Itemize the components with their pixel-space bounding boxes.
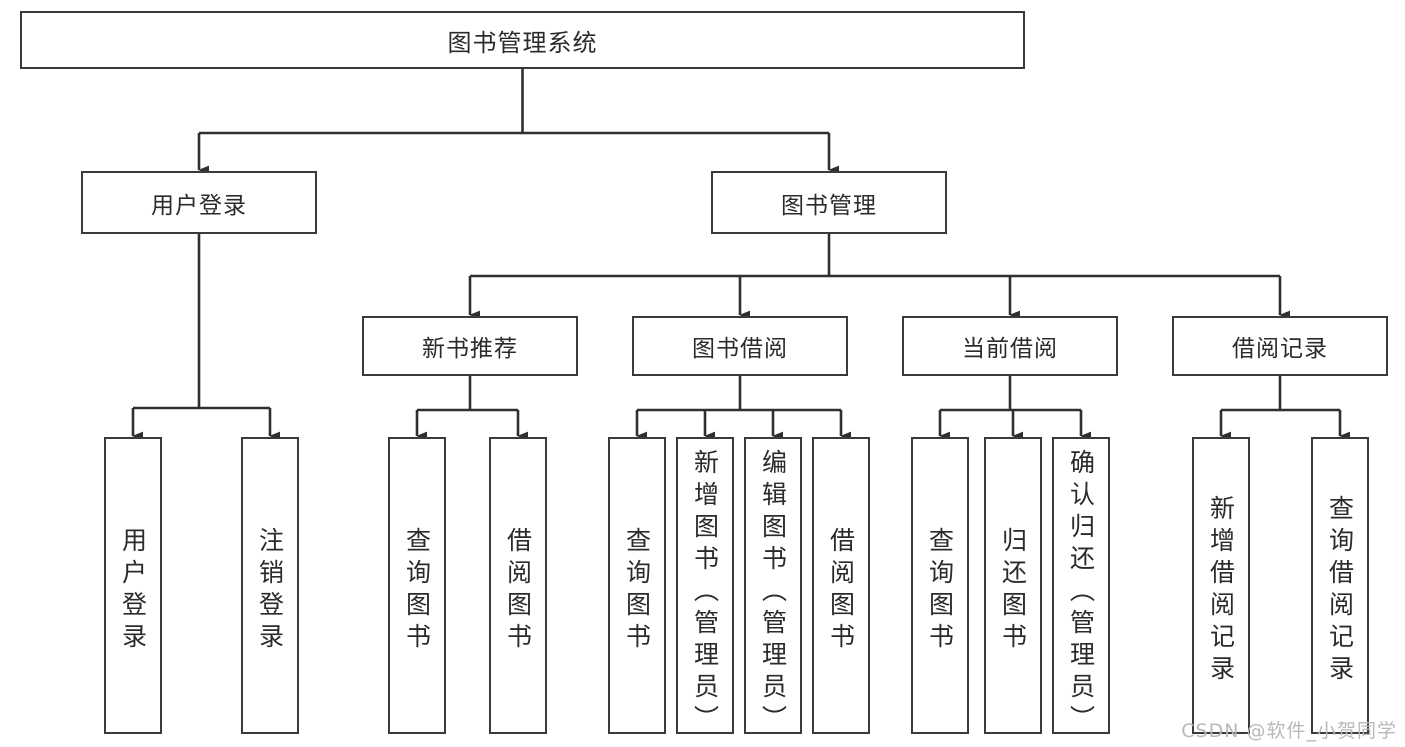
node-label: 新增图书（管理员） xyxy=(690,449,720,737)
node-label: 新增借阅记录 xyxy=(1206,494,1236,687)
node-current[interactable]: 当前借阅 xyxy=(902,316,1118,376)
node-leaf-bk-edit[interactable]: 编辑图书（管理员） xyxy=(744,437,802,737)
node-newbook[interactable]: 新书推荐 xyxy=(362,316,578,376)
node-bookmgmt[interactable]: 图书管理 xyxy=(711,171,947,234)
node-leaf-cur-confirm[interactable]: 确认归还（管理员） xyxy=(1052,437,1110,737)
node-leaf-cur-return[interactable]: 归还图书 xyxy=(984,437,1042,734)
node-leaf-user-logout[interactable]: 注销登录 xyxy=(241,437,299,734)
node-label: 新书推荐 xyxy=(422,336,518,362)
node-label: 编辑图书（管理员） xyxy=(758,449,788,737)
node-label: 图书借阅 xyxy=(692,336,788,362)
node-leaf-user-login[interactable]: 用户登录 xyxy=(104,437,162,734)
watermark: CSDN @软件_小贺同学 xyxy=(1181,720,1397,742)
node-leaf-bk-query[interactable]: 查询图书 xyxy=(608,437,666,734)
node-label: 用户登录 xyxy=(151,192,247,219)
node-login[interactable]: 用户登录 xyxy=(81,171,317,234)
node-root[interactable]: 图书管理系统 xyxy=(20,11,1025,69)
node-label: 查询图书 xyxy=(925,526,955,655)
node-records[interactable]: 借阅记录 xyxy=(1172,316,1388,376)
node-label: 借阅图书 xyxy=(503,526,533,655)
node-label: 用户登录 xyxy=(118,526,148,655)
node-leaf-rec-query[interactable]: 查询借阅记录 xyxy=(1311,437,1369,734)
node-label: 确认归还（管理员） xyxy=(1066,449,1096,737)
node-label: 借阅记录 xyxy=(1232,336,1328,362)
node-leaf-nb-query[interactable]: 查询图书 xyxy=(388,437,446,734)
node-label: 借阅图书 xyxy=(826,526,856,655)
node-label: 查询借阅记录 xyxy=(1325,494,1355,687)
node-label: 归还图书 xyxy=(998,526,1028,655)
node-leaf-cur-query[interactable]: 查询图书 xyxy=(911,437,969,734)
node-label: 图书管理 xyxy=(781,192,877,219)
node-label: 注销登录 xyxy=(255,526,285,655)
node-borrow[interactable]: 图书借阅 xyxy=(632,316,848,376)
node-label: 查询图书 xyxy=(622,526,652,655)
node-label: 图书管理系统 xyxy=(447,28,598,57)
node-leaf-bk-add[interactable]: 新增图书（管理员） xyxy=(676,437,734,737)
node-leaf-nb-borrow[interactable]: 借阅图书 xyxy=(489,437,547,734)
node-label: 当前借阅 xyxy=(962,336,1058,362)
node-leaf-rec-add[interactable]: 新增借阅记录 xyxy=(1192,437,1250,734)
node-label: 查询图书 xyxy=(402,526,432,655)
node-leaf-bk-borrow[interactable]: 借阅图书 xyxy=(812,437,870,734)
